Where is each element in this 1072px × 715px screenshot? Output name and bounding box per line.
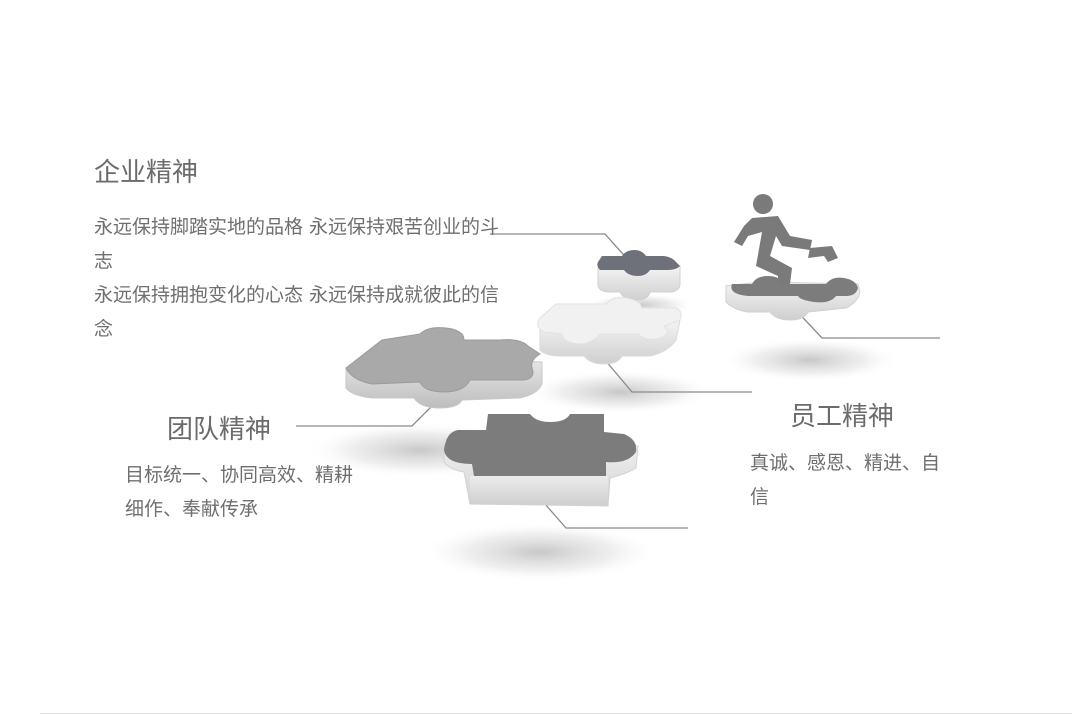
- shadow-center-piece: [525, 370, 715, 414]
- team-spirit-line-1: 目标统一、协同高效、精耕细作、奉献传承: [125, 464, 354, 520]
- team-spirit-text: 目标统一、协同高效、精耕细作、奉献传承: [125, 458, 365, 526]
- connector-center: [604, 359, 752, 393]
- footer-divider: [40, 713, 1072, 714]
- shadow-bottom-piece: [420, 522, 660, 582]
- puzzle-piece-left: [345, 327, 543, 409]
- shadow-right-piece: [720, 338, 900, 382]
- employee-spirit-text: 真诚、感恩、精进、自信: [750, 446, 950, 514]
- puzzle-piece-center: [537, 297, 682, 365]
- puzzle-piece-bottom: [443, 414, 639, 507]
- connector-enterprise: [490, 233, 631, 263]
- team-spirit-title: 团队精神: [167, 415, 272, 445]
- puzzle-piece-top: [597, 250, 681, 301]
- enterprise-spirit-text: 永远保持脚踏实地的品格 永远保持艰苦创业的斗志 永远保持拥抱变化的心态 永远保持…: [94, 210, 504, 346]
- enterprise-spirit-line-1: 永远保持脚踏实地的品格 永远保持艰苦创业的斗志: [94, 216, 500, 272]
- enterprise-spirit-line-2: 永远保持拥抱变化的心态 永远保持成就彼此的信念: [94, 284, 500, 340]
- puzzle-piece-right: [725, 276, 861, 321]
- employee-spirit-line-1: 真诚、感恩、精进、自信: [750, 452, 941, 508]
- connector-bottom: [537, 495, 688, 529]
- running-person-icon: [734, 194, 838, 284]
- enterprise-spirit-title: 企业精神: [94, 158, 199, 188]
- employee-spirit-title: 员工精神: [790, 402, 895, 432]
